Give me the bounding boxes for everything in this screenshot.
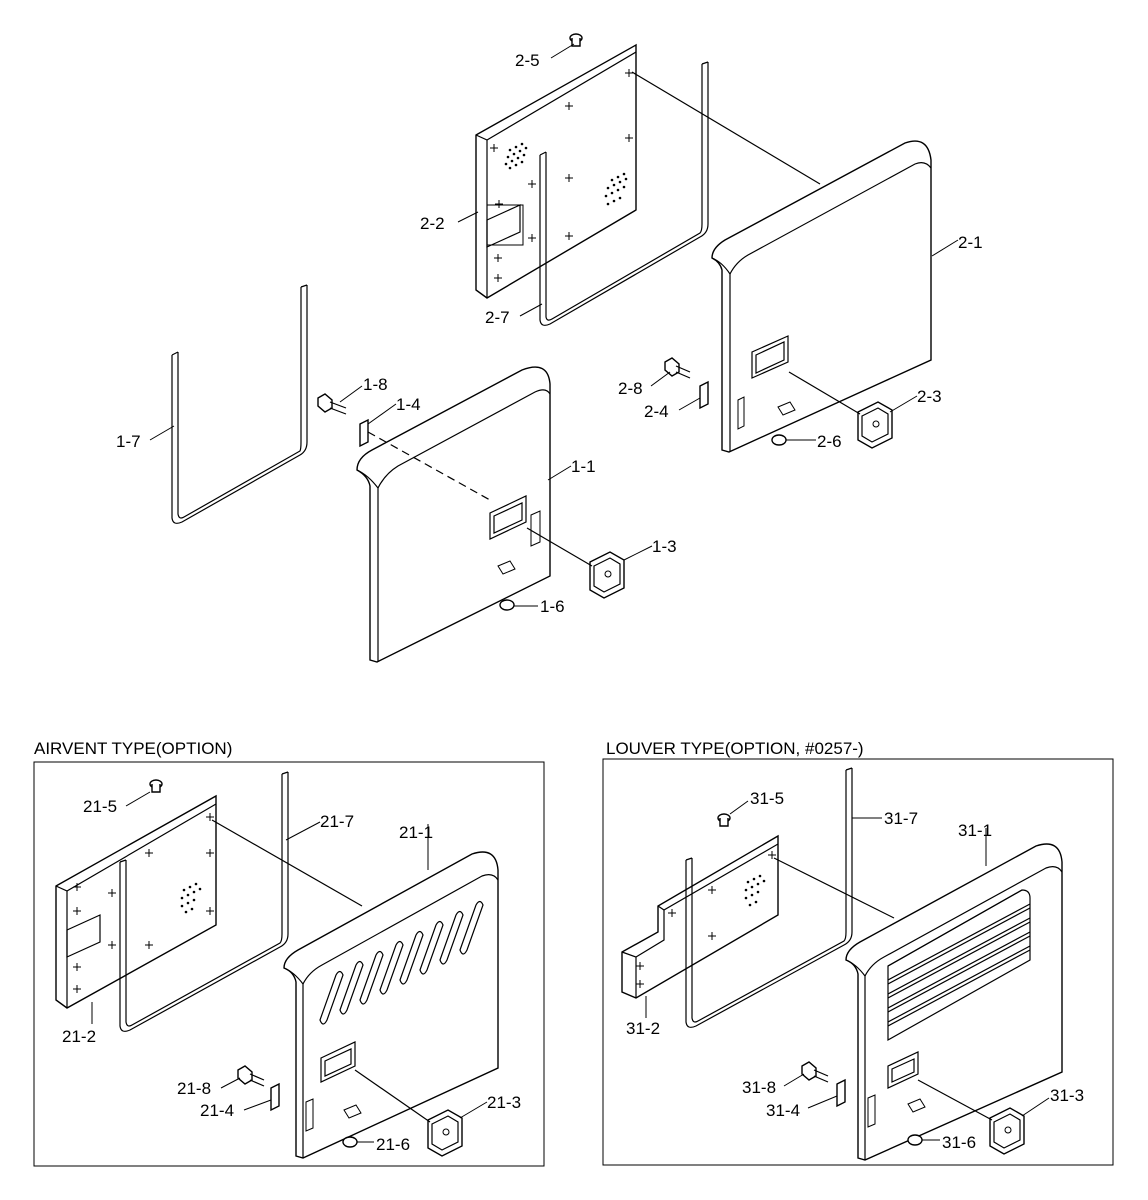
pin-2-5 [569,33,583,47]
label-2-3: 2-3 [917,387,942,406]
label-1-8: 1-8 [363,375,388,394]
latch-21-3 [427,1109,463,1157]
label-2-7: 2-7 [485,308,510,327]
label-21-8: 21-8 [177,1079,211,1098]
airvent-title: AIRVENT TYPE(OPTION) [34,739,232,758]
label-1-3: 1-3 [652,537,677,556]
label-1-1: 1-1 [571,457,596,476]
label-31-7: 31-7 [884,809,918,828]
label-21-2: 21-2 [62,1027,96,1046]
nut-31-6 [907,1134,923,1146]
bolt-21-8 [237,1065,265,1087]
label-2-8: 2-8 [618,379,643,398]
label-31-5: 31-5 [750,789,784,808]
label-2-6: 2-6 [817,432,842,451]
label-2-4: 2-4 [644,402,669,421]
bracket-2-4 [699,380,709,410]
bracket-21-4 [270,1082,280,1112]
label-31-4: 31-4 [766,1101,800,1120]
leader-lines [91,43,1050,1143]
louver-blades-31-1 [887,889,1031,1042]
nut-1-6 [499,599,515,611]
label-1-4: 1-4 [396,395,421,414]
airvent-slots-21-1 [319,900,484,1025]
seal-31-7 [685,767,853,1028]
label-21-3: 21-3 [487,1093,521,1112]
label-31-3: 31-3 [1050,1086,1084,1105]
airvent-section: AIRVENT TYPE(OPTION) [33,739,545,1167]
louver-title: LOUVER TYPE(OPTION, #0257-) [606,739,864,758]
assembly-line-1 [367,431,491,501]
door-1-1 [356,366,551,663]
label-21-6: 21-6 [376,1135,410,1154]
latch-31-3 [989,1107,1025,1155]
nut-2-6 [771,434,787,446]
door-21-1 [283,851,499,1159]
vent-perforation-21-2 [180,882,202,914]
bolt-31-8 [801,1061,829,1083]
label-1-7: 1-7 [116,432,141,451]
pin-21-5 [149,779,163,793]
latch-1-3 [589,551,625,599]
label-21-1: 21-1 [399,823,433,842]
label-31-6: 31-6 [942,1133,976,1152]
bolt-1-8 [317,393,347,415]
louver-section: LOUVER TYPE(OPTION, #0257-) [602,739,1114,1166]
seal-2-7 [539,61,709,326]
assembly-line-2 [631,71,821,185]
door-2-1 [711,140,932,453]
seal-1-7 [171,284,308,524]
label-21-7: 21-7 [320,812,354,831]
latch-2-3 [857,401,893,449]
airvent-frame [33,761,545,1167]
bracket-1-4 [359,418,369,448]
part-labels: 2-5 2-2 2-7 2-1 2-8 2-4 2-3 2-6 1-7 1-8 … [62,51,1084,1154]
nut-21-6 [342,1136,358,1148]
label-31-2: 31-2 [626,1019,660,1038]
seal-21-7 [119,771,289,1032]
label-2-5: 2-5 [515,51,540,70]
panel-2-2-fasteners [490,69,633,282]
label-21-4: 21-4 [200,1101,234,1120]
louver-frame [602,758,1114,1166]
label-31-1: 31-1 [958,821,992,840]
vent-perforation-31-2 [744,874,766,907]
panel-21-2 [55,794,217,1009]
panel-2-2 [475,43,637,299]
vent-perforation-2-2b [604,172,628,206]
door-31-1 [845,843,1063,1161]
assembly-1 [171,284,625,663]
vent-perforation-2-2a [504,142,528,170]
panel-31-2 [621,834,779,999]
label-2-2: 2-2 [420,214,445,233]
bolt-2-8 [664,357,691,379]
bracket-31-4 [836,1078,846,1108]
label-21-5: 21-5 [83,797,117,816]
pin-31-5 [717,813,731,827]
assembly-2 [475,33,932,453]
label-2-1: 2-1 [958,233,983,252]
label-31-8: 31-8 [742,1078,776,1097]
label-1-6: 1-6 [540,597,565,616]
